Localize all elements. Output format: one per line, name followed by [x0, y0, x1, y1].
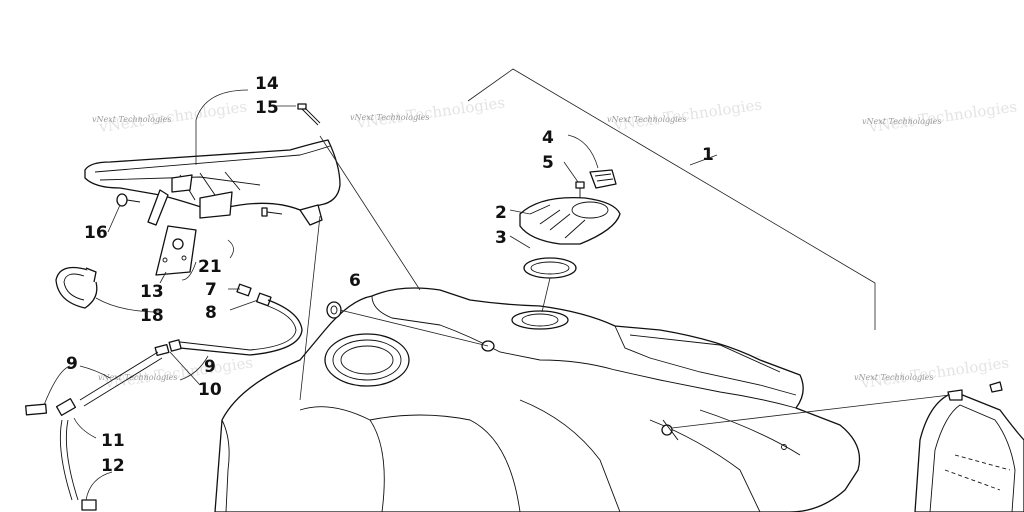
callout-3: 3 — [495, 228, 507, 248]
callout-10: 10 — [198, 380, 222, 400]
hose-end — [81, 499, 97, 511]
watermark: vNext Technologies — [862, 117, 941, 126]
cap-gasket — [523, 257, 577, 279]
callout-21: 21 — [198, 257, 222, 277]
callout-16: 16 — [84, 223, 108, 243]
watermark: vNext Technologies — [607, 115, 686, 124]
watermark: vNext Technologies — [92, 115, 171, 124]
callout-15: 15 — [255, 98, 279, 118]
drain-hose — [59, 419, 73, 501]
watermark: vNext Technologies — [854, 373, 933, 382]
assembly-bracket — [467, 68, 876, 330]
cap-screw — [575, 181, 585, 198]
callout-7: 7 — [205, 280, 217, 300]
mount-bracket — [155, 225, 197, 276]
grommet — [326, 301, 342, 319]
callout-6: 6 — [349, 271, 361, 291]
cap-label — [589, 169, 617, 189]
leader-lines — [43, 89, 599, 501]
callout-12: 12 — [101, 456, 125, 476]
vent-hose — [179, 299, 303, 356]
bolt — [297, 103, 321, 126]
callout-5: 5 — [542, 153, 554, 173]
push-pin — [116, 193, 141, 207]
callout-2: 2 — [495, 203, 507, 223]
callout-14: 14 — [255, 74, 279, 94]
watermark: vNext Technologies — [350, 113, 429, 122]
tee-fitting — [25, 398, 77, 416]
vent-fitting — [236, 283, 272, 307]
watermark: vNext Technologies — [98, 373, 177, 382]
callout-18: 18 — [140, 306, 164, 326]
callout-1: 1 — [702, 145, 714, 165]
callout-labels: 14 15 1 4 5 2 3 16 6 7 8 21 13 18 9 9 10… — [66, 74, 714, 476]
screw — [261, 207, 283, 217]
leader-line — [671, 394, 951, 429]
callout-9-b: 9 — [204, 357, 216, 377]
callout-13: 13 — [140, 282, 164, 302]
side-panel — [914, 381, 1024, 512]
tank-cover — [84, 139, 341, 226]
fuel-tank — [214, 287, 861, 512]
callout-4: 4 — [542, 128, 554, 148]
callout-11: 11 — [101, 431, 125, 451]
hose-fitting — [154, 339, 182, 357]
callout-8: 8 — [205, 303, 217, 323]
leader-line — [689, 154, 718, 166]
callout-9: 9 — [66, 354, 78, 374]
hose-clamp — [55, 266, 98, 309]
fuel-cap — [519, 196, 621, 245]
vent-hose — [79, 351, 159, 401]
